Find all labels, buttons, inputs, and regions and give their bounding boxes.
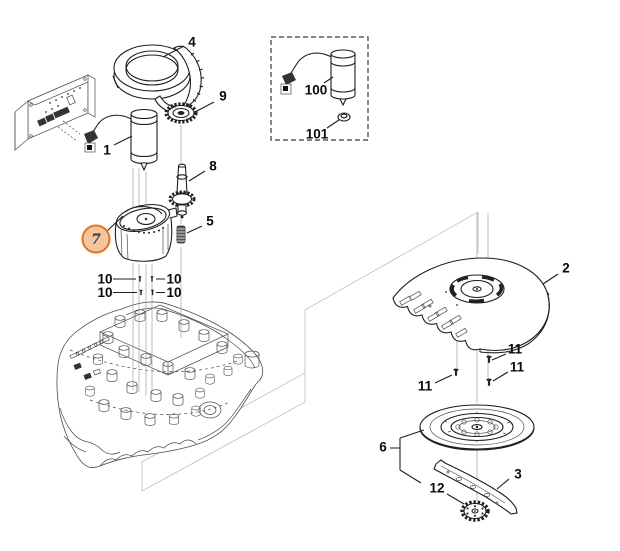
- part-blade-3[interactable]: [433, 459, 518, 515]
- leader-10: [113, 278, 165, 294]
- accessory-box-border: [270, 36, 369, 141]
- axis-lines: [132, 125, 489, 501]
- chassis-body[interactable]: [56, 301, 264, 468]
- leader-12: [446, 493, 465, 505]
- part-plug-101[interactable]: [337, 112, 351, 122]
- part-cover-disc-2[interactable]: [392, 257, 550, 354]
- callout-11c[interactable]: 11: [418, 379, 433, 394]
- leader-9: [196, 101, 215, 112]
- callout-11a[interactable]: 11: [508, 342, 523, 357]
- leader-8: [188, 170, 206, 182]
- callout-5[interactable]: 5: [206, 214, 214, 229]
- pcb-assembly[interactable]: [14, 74, 96, 151]
- leader-4: [162, 45, 185, 58]
- callout-12[interactable]: 12: [429, 481, 444, 496]
- leader-3: [496, 478, 510, 490]
- callout-6[interactable]: 6: [379, 440, 387, 455]
- callout-10c[interactable]: 10: [97, 285, 112, 300]
- highlight-circle-7[interactable]: [81, 224, 111, 254]
- callout-3[interactable]: 3: [514, 467, 522, 482]
- callout-9[interactable]: 9: [219, 89, 227, 104]
- leader-100: [323, 76, 334, 84]
- callouts: 7 4 9 1 8 5 10 10 10 10 100 101 2 11 11 …: [81, 35, 570, 505]
- leader-2: [542, 273, 559, 285]
- part-motor-100[interactable]: [280, 49, 356, 107]
- part-housing-7[interactable]: [114, 200, 178, 265]
- callout-7[interactable]: 7: [91, 232, 101, 248]
- screws-11[interactable]: [453, 355, 492, 386]
- leader-11: [434, 353, 509, 384]
- part-motor-1[interactable]: [84, 108, 158, 172]
- callout-4[interactable]: 4: [188, 35, 196, 50]
- leader-5: [186, 225, 203, 234]
- callout-101[interactable]: 101: [306, 127, 329, 142]
- part-mow-disc-6[interactable]: [419, 404, 535, 451]
- callout-8[interactable]: 8: [209, 159, 217, 174]
- callout-10b[interactable]: 10: [166, 272, 181, 287]
- part-gear-9[interactable]: [164, 102, 198, 124]
- part-gear-12[interactable]: [460, 500, 490, 522]
- callout-1[interactable]: 1: [103, 143, 111, 158]
- leader-7: [106, 215, 124, 232]
- leader-1: [113, 135, 133, 146]
- bracket-6: [390, 429, 425, 484]
- callout-2[interactable]: 2: [562, 261, 570, 276]
- part-shaft-8[interactable]: [168, 163, 196, 219]
- part-ring-4[interactable]: [112, 44, 205, 113]
- callout-11b[interactable]: 11: [510, 360, 525, 375]
- accessory-box: [270, 36, 369, 141]
- leader-101: [326, 119, 340, 129]
- part-spring-5[interactable]: [176, 225, 186, 244]
- callout-10d[interactable]: 10: [166, 285, 181, 300]
- callout-100[interactable]: 100: [305, 83, 328, 98]
- callout-10a[interactable]: 10: [97, 272, 112, 287]
